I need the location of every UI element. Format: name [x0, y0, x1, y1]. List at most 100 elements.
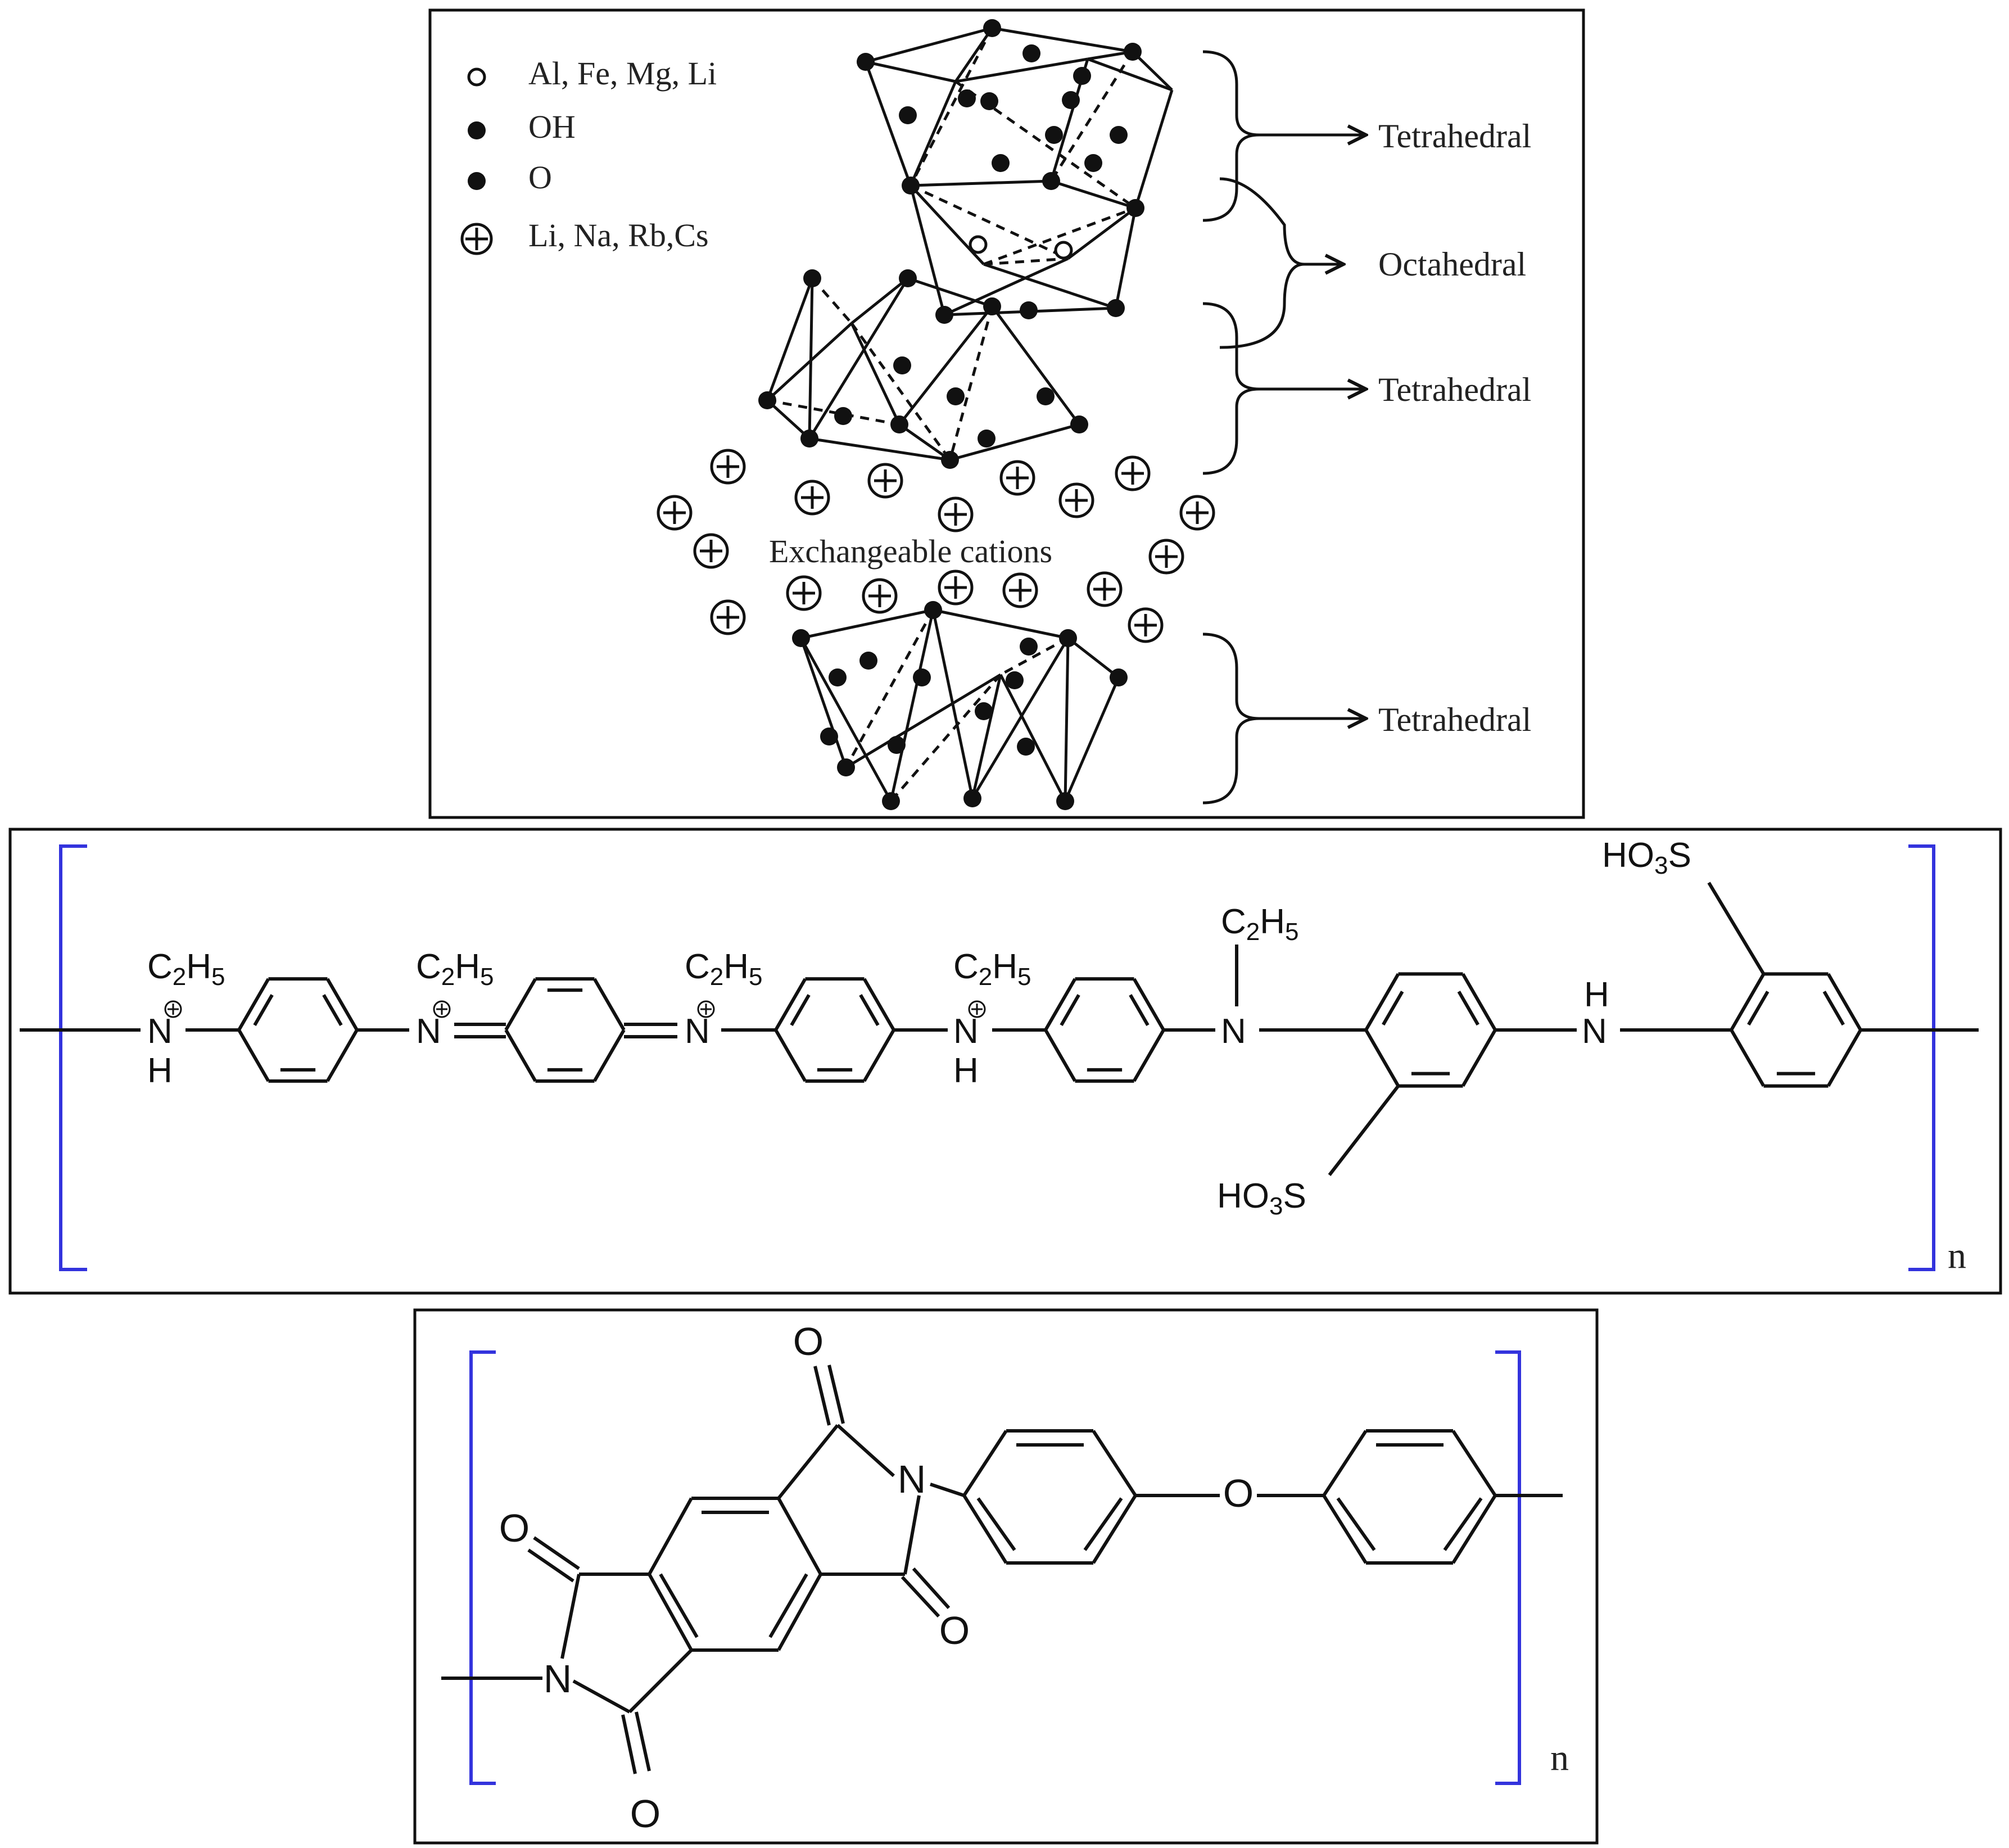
sulfonic-bond	[1707, 882, 1766, 975]
ring-double-bond	[859, 994, 880, 1026]
layer-label-tetra-mid: Tetrahedral	[1378, 371, 1531, 408]
polyimide-panel-frame	[413, 1308, 1599, 1845]
oxygen-atom	[1107, 299, 1125, 317]
tetra-edge	[898, 305, 993, 426]
polyaniline-labels: N H C2H5 N C2H5 N C2H5 N H C2H5 N C2H5 H…	[147, 836, 1691, 1220]
atom-o-ether: O	[1223, 1471, 1254, 1515]
ring-bond	[962, 1494, 1008, 1564]
oxygen-atom	[1084, 154, 1102, 172]
sulfonic-bond	[1328, 1085, 1400, 1176]
atom-o-bottom: O	[630, 1792, 660, 1836]
tetra-edge	[799, 637, 893, 802]
tetra-edge	[850, 277, 909, 324]
octa-edge	[983, 206, 1136, 266]
ring-double-bond	[322, 994, 343, 1026]
atom-o-right: O	[939, 1608, 970, 1652]
ring-bond	[962, 1430, 1008, 1497]
cation-icon	[1148, 539, 1184, 575]
cation-icon	[710, 449, 746, 485]
cation-icon	[786, 575, 822, 611]
oxygen-atom	[902, 177, 920, 195]
imide-bond	[572, 1679, 631, 1714]
tetra-edge	[800, 608, 934, 640]
ring-bond	[1132, 1029, 1165, 1082]
oxygen-atom	[1073, 67, 1091, 85]
legend-label-oh: OH	[528, 109, 576, 145]
ring-bond	[774, 978, 807, 1031]
legend-label-cations: Li, Na, Rb,Cs	[528, 217, 709, 254]
octa-edge	[1067, 207, 1137, 260]
tetra-edge	[1132, 51, 1173, 91]
imide-bond	[836, 1424, 895, 1478]
imide-bond	[560, 1574, 581, 1659]
cation-icon	[1002, 572, 1038, 608]
tetra-edge	[971, 674, 1002, 799]
atom-n-nh: N	[1582, 1012, 1607, 1051]
ring-bond	[1451, 1430, 1497, 1497]
cation-icon	[999, 460, 1035, 496]
oxygen-atom	[1070, 415, 1088, 433]
imide-bond	[903, 1495, 921, 1575]
sulfonic-group-bottom: HO3S	[1217, 1177, 1306, 1220]
ring-bond	[1461, 1029, 1497, 1087]
tetra-edge	[850, 322, 901, 426]
oxygen-atom	[837, 758, 855, 776]
oxygen-atom	[992, 154, 1010, 172]
polyaniline-panel-frame	[8, 828, 2002, 1295]
tetra-edge	[933, 608, 1069, 640]
polyaniline-panel: n N H C2H5 N C2H5 N C2H5 N H C2H5 N C2H5	[8, 828, 2002, 1295]
tetra-edge	[845, 673, 1002, 769]
tetra-edge	[799, 638, 848, 768]
atom-n-right: N	[898, 1457, 926, 1501]
oxygen-atom	[792, 629, 810, 647]
circle-plus-icon	[460, 223, 493, 255]
oxygen-atom	[975, 702, 993, 720]
ethyl-group-5: C2H5	[1221, 902, 1299, 946]
octa-edge	[909, 185, 946, 315]
ring-bond	[777, 1573, 822, 1651]
tetra-edge	[971, 637, 1070, 799]
cation-icon	[867, 463, 903, 499]
atom-n-left: N	[544, 1657, 572, 1701]
ethyl-group-3: C2H5	[685, 947, 763, 991]
ring-bond	[1322, 1430, 1368, 1497]
ring-bond	[862, 1029, 895, 1082]
oxygen-atom	[899, 269, 917, 287]
tetra-edge	[865, 26, 993, 64]
tetra-edge	[1067, 637, 1120, 679]
oxygen-atom	[983, 19, 1001, 37]
oxygen-atom	[958, 89, 976, 107]
oxygen-atom	[1056, 792, 1074, 810]
tetra-edge	[954, 27, 994, 83]
tetra-edge	[955, 57, 1088, 83]
layer-label-tetra-top: Tetrahedral	[1378, 118, 1531, 155]
cation-icon	[938, 496, 974, 532]
tetra-edge	[889, 609, 935, 802]
ring-bond	[1364, 1029, 1400, 1087]
tetra-edge	[999, 636, 1069, 676]
oxygen-atom	[893, 356, 911, 374]
oxygen-atom	[890, 415, 908, 433]
ring-bond	[777, 1497, 822, 1575]
carbonyl-bond	[635, 1711, 651, 1772]
cation-icon	[693, 533, 729, 569]
ring-double-bond	[1336, 1497, 1376, 1551]
tetra-edge	[766, 278, 814, 401]
positive-charge-icon	[968, 1000, 986, 1018]
oxygen-atom	[1126, 199, 1144, 217]
cation-icon	[862, 578, 898, 614]
filled-circle-icon	[468, 172, 486, 190]
ring-bond	[774, 1029, 807, 1082]
ring-double-bond	[768, 1573, 808, 1638]
atom-o-left: O	[499, 1506, 530, 1550]
ring-double-bond	[1747, 991, 1770, 1026]
cation-icon	[1058, 482, 1094, 518]
oxygen-atom	[1017, 738, 1035, 756]
oxygen-atom	[899, 106, 917, 124]
polyimide-bonds	[441, 1364, 1563, 1774]
tetra-edge	[808, 278, 814, 439]
ring-bond	[1730, 973, 1766, 1031]
polyaniline-bonds	[20, 882, 1979, 1176]
ring-bond	[648, 1573, 693, 1651]
polyimide-labels: O N O O O N O	[499, 1320, 1254, 1836]
